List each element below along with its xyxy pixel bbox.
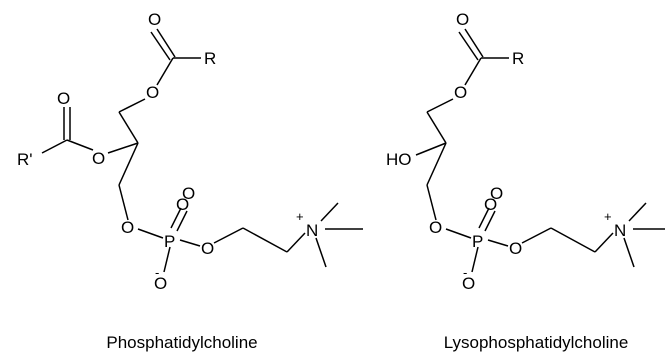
lpc-phosphoryl-oxygen-1: O [484,195,497,214]
phosphatidylcholine-structure: O R O O R' O O P O O O O - N + Phosphati… [17,10,363,352]
lpc-atom-labels: O R O HO O P O O O O - N + [386,10,626,293]
pc-atom-labels: O R O O R' O O P O O O O - N + [17,10,318,293]
lpc-negative-charge: - [463,265,467,280]
pc-ammonium-nitrogen: N [306,221,318,240]
pc-negative-charge: - [155,265,159,280]
lpc-glycerol-phosphate-oxygen: O [429,218,442,237]
lpc-ester-oxygen-top: O [454,83,467,102]
pc-glycerol-phosphate-oxygen: O [121,218,134,237]
pc-phosphoryl-oxygen-1: O [176,195,189,214]
lpc-positive-charge: + [604,209,612,224]
lpc-phosphate-anion-oxygen: O [462,274,475,293]
pc-phosphorus: P [164,232,175,251]
pc-r-group: R [204,49,216,68]
pc-phosphate-anion-oxygen: O [154,274,167,293]
pc-caption: Phosphatidylcholine [106,333,257,352]
pc-bonds [41,28,363,273]
pc-r-prime-group: R' [17,150,33,169]
lpc-ammonium-nitrogen: N [614,221,626,240]
pc-carbonyl-oxygen-top: O [148,10,161,29]
lpc-carbonyl-oxygen-top: O [456,10,469,29]
lpc-phosphoryl-oxygen-2: O [490,184,503,203]
lpc-bonds [415,28,665,273]
pc-positive-charge: + [296,209,304,224]
pc-ester-oxygen-left: O [92,149,105,168]
lpc-choline-oxygen: O [509,239,522,258]
lysophosphatidylcholine-structure: O R O HO O P O O O O - N + Lysophosphati… [386,10,665,352]
lpc-r-group: R [512,49,524,68]
pc-carbonyl-oxygen-left: O [57,89,70,108]
pc-phosphoryl-oxygen-2: O [182,184,195,203]
pc-ester-oxygen-top: O [146,83,159,102]
lpc-caption: Lysophosphatidylcholine [444,333,629,352]
lpc-hydroxyl: HO [386,150,412,169]
lpc-phosphorus: P [472,232,483,251]
pc-choline-oxygen: O [201,239,214,258]
